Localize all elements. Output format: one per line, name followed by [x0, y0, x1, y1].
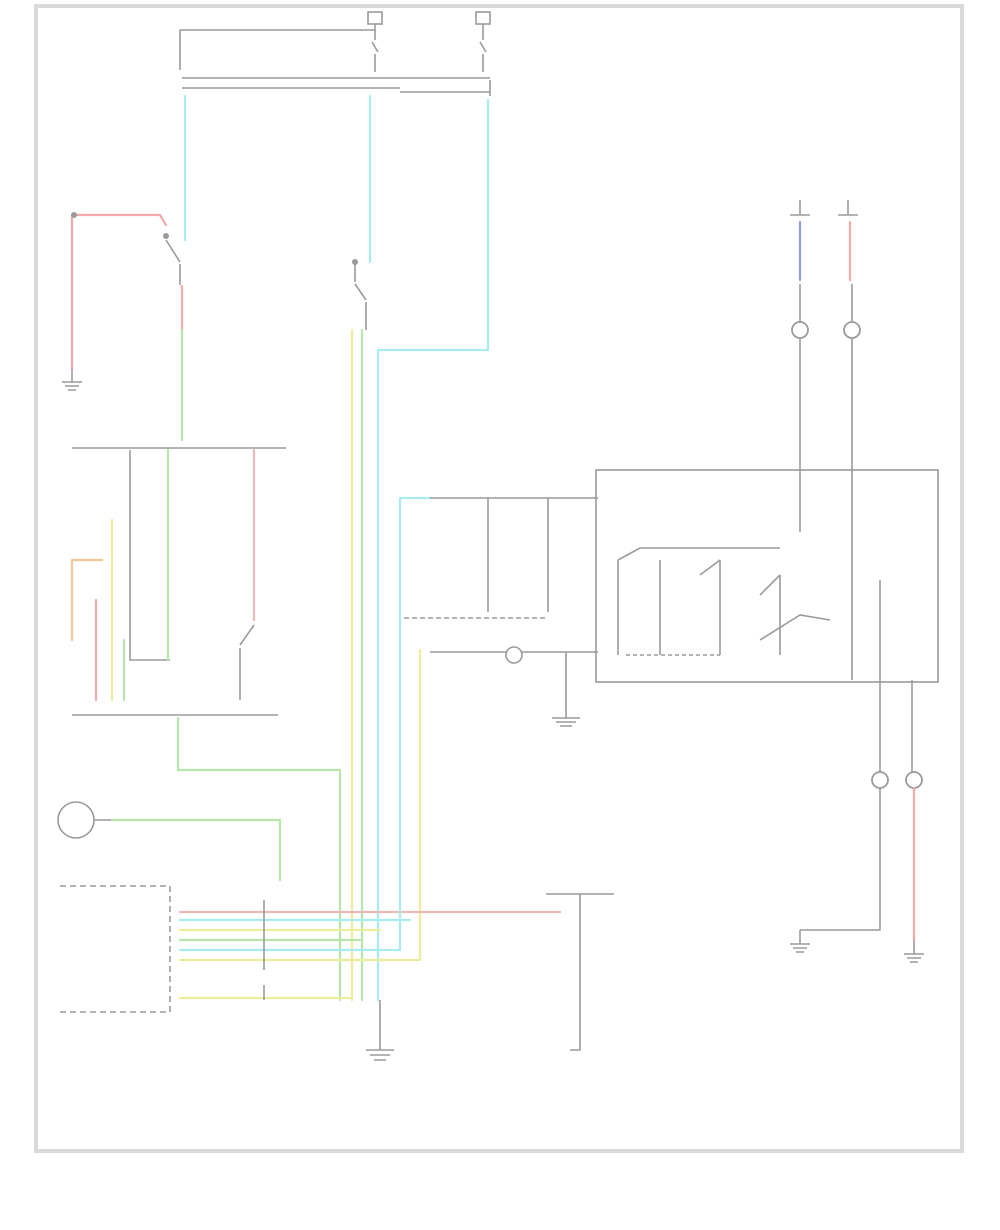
center-relay [352, 259, 367, 330]
ecm-block [60, 648, 562, 1013]
right-lamp-bottom [790, 680, 924, 963]
left-sensor [57, 801, 282, 882]
left-relay [62, 212, 184, 442]
top-fuse-block [179, 11, 491, 96]
bottom-ground [366, 1000, 394, 1061]
right-lamp-top [790, 200, 861, 540]
right-box [595, 469, 939, 683]
left-module [70, 447, 286, 716]
bottom-junction [546, 893, 614, 1051]
module-ground-area [176, 716, 342, 1002]
center-connector [398, 496, 598, 952]
diagram-border [34, 4, 964, 1153]
long-verticals [350, 328, 364, 1002]
cyan-wires-top [183, 94, 490, 1002]
